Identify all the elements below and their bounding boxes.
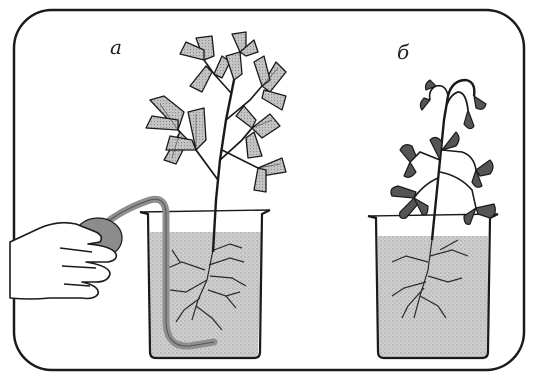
beaker-a-rim — [140, 210, 270, 212]
panel-a — [10, 32, 286, 358]
leaves-b — [391, 80, 495, 224]
panel-label-a: а — [110, 35, 122, 59]
leaves-a — [146, 32, 286, 192]
beaker-b-water — [378, 236, 488, 358]
panel-b — [368, 80, 498, 358]
panel-label-b: б — [397, 40, 409, 64]
